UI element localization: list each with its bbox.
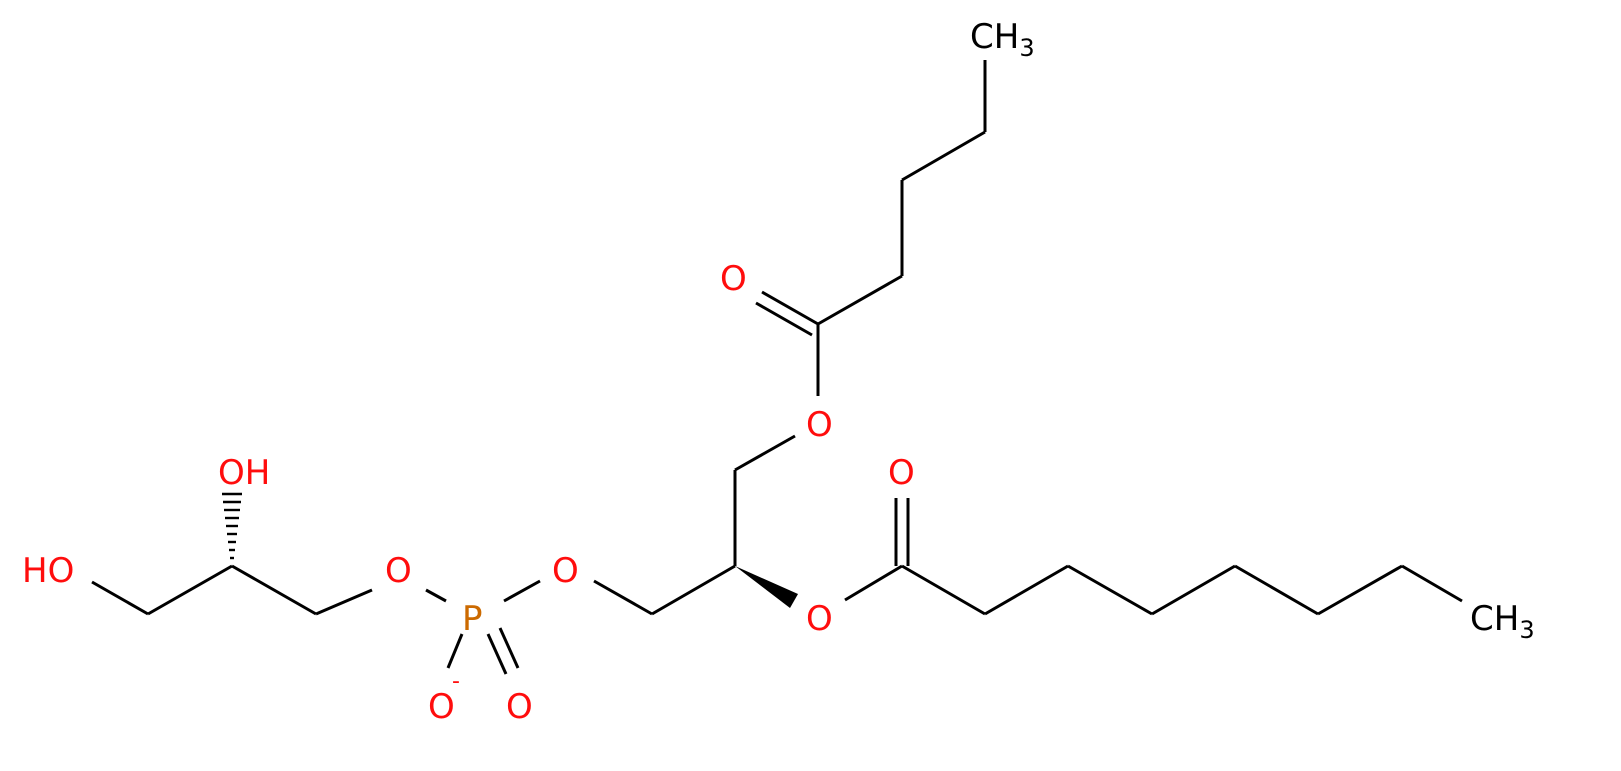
o-ester-top: O — [806, 405, 833, 445]
o-carbonyl-right: O — [888, 453, 915, 493]
bond-group — [91, 60, 1463, 675]
bond — [901, 130, 986, 182]
bond — [1401, 564, 1463, 603]
wedge-bond — [735, 566, 798, 608]
o-ester-right: O — [806, 599, 833, 639]
bond — [761, 290, 819, 326]
bond — [1067, 564, 1153, 616]
o-anion: O — [428, 687, 455, 727]
bond — [593, 579, 653, 616]
bond — [231, 564, 317, 616]
bond — [147, 564, 233, 616]
ch3-right-label: CH3 — [1470, 599, 1535, 644]
bond — [901, 564, 986, 616]
o-carbonyl-top: O — [720, 259, 747, 299]
bond — [817, 274, 903, 326]
o-phosphoryl: O — [506, 687, 533, 727]
bond — [844, 564, 903, 602]
bond — [1151, 564, 1236, 616]
ch3-top-label: CH3 — [970, 17, 1035, 62]
phosphorus-atom: P — [462, 599, 483, 639]
bond — [498, 627, 520, 669]
bond — [755, 301, 813, 337]
anion-charge: - — [452, 669, 460, 694]
bond — [734, 434, 796, 472]
ho-left-label: HO — [22, 551, 74, 591]
bond — [1317, 564, 1403, 616]
oh-upper-label: OH — [218, 453, 270, 493]
bond — [315, 588, 373, 616]
bond — [91, 580, 149, 616]
bond — [651, 564, 736, 616]
bond — [446, 633, 464, 669]
bond — [503, 579, 541, 603]
bond — [984, 564, 1069, 616]
o-phosphate-left: O — [385, 551, 412, 591]
o-phosphate-right: O — [552, 551, 579, 591]
hashed-bond — [222, 492, 242, 560]
bond — [1234, 564, 1319, 616]
bond — [486, 633, 508, 675]
bond — [425, 588, 447, 603]
